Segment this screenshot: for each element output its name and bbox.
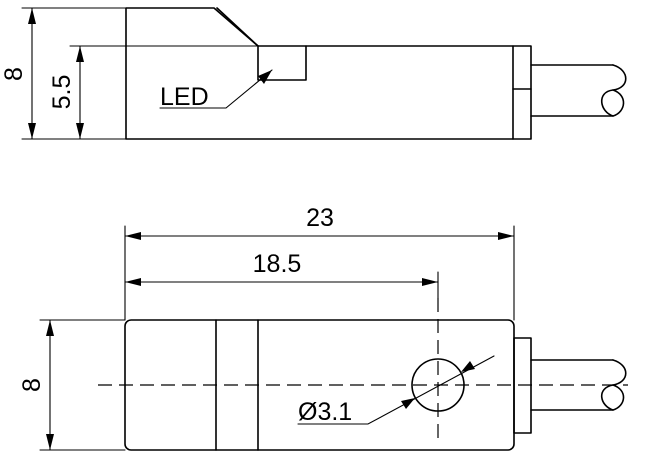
hole-diameter-label: Ø3.1: [298, 398, 352, 426]
hole-pos-arrow-left: [125, 278, 141, 286]
led-window: [257, 45, 307, 81]
side-end-cap: [512, 45, 532, 140]
body-height-label: 8: [18, 378, 46, 392]
top-view: Ø3.1 23 18.5 8: [18, 204, 628, 451]
led-leader-arrow: [258, 70, 272, 84]
hole-position-label: 18.5: [253, 250, 302, 278]
body-height-arrow-bottom: [46, 434, 54, 450]
hole-pos-arrow-right: [422, 278, 438, 286]
mounting-hole: [411, 358, 465, 412]
side-cable-break: [600, 64, 627, 117]
led-leader-line: [159, 69, 273, 109]
side-housing-outline: [125, 7, 514, 140]
side-height-label: 8: [0, 67, 28, 81]
length-arrow-left: [125, 232, 141, 240]
led-height-label: 5.5: [48, 75, 76, 110]
led-height-arrow-bottom: [76, 123, 84, 139]
top-cable: [530, 359, 614, 411]
hole-diameter-arrow-2: [461, 361, 475, 372]
led-label: LED: [160, 83, 209, 111]
side-height-arrow-top: [28, 8, 36, 24]
hole-diameter-arrow-1: [401, 398, 415, 409]
side-view: 8 5.5 LED: [0, 7, 627, 140]
led-height-arrow-top: [76, 46, 84, 62]
side-cable: [530, 64, 614, 117]
body-height-arrow-top: [46, 320, 54, 336]
length-arrow-right: [498, 232, 514, 240]
side-height-arrow-bottom: [28, 123, 36, 139]
side-chamfer-line: [216, 7, 259, 47]
total-length-label: 23: [306, 204, 334, 232]
hole-diameter-leader: [297, 355, 495, 425]
top-cable-break: [600, 359, 627, 411]
